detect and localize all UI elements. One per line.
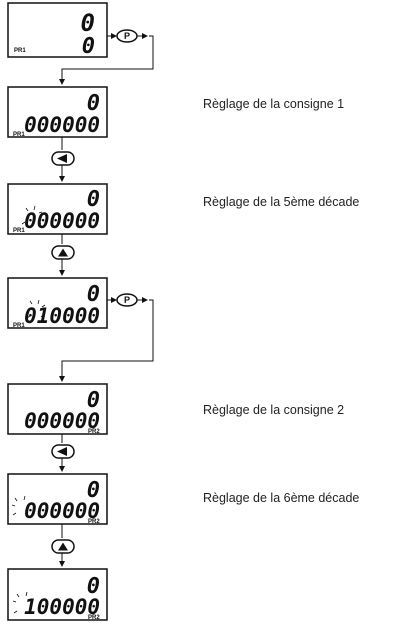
up-arrow-button-2[interactable] — [51, 539, 75, 554]
caption-5eme-decade: Règlage de la 5ème décade — [203, 195, 359, 209]
display-7-top: 0 — [87, 574, 100, 599]
display-6-top: 0 — [87, 478, 100, 503]
left-arrow-icon — [57, 154, 67, 163]
blink-marks-7 — [12, 591, 28, 614]
display-4-indicator: PR1 — [13, 323, 25, 329]
up-arrow-icon — [58, 542, 68, 551]
display-7-indicator: PR2 — [88, 615, 100, 621]
display-1-bottom: 0 — [82, 34, 95, 59]
display-1-indicator: PR1 — [14, 48, 26, 54]
left-arrow-button-2[interactable] — [51, 444, 75, 459]
display-6-bottom: 000000 — [24, 499, 100, 523]
blink-marks-4 — [26, 299, 46, 319]
display-3: 0 000000 PR1 — [7, 183, 108, 235]
display-2-top: 0 — [87, 91, 100, 116]
left-arrow-button-1[interactable] — [51, 151, 75, 166]
display-5-bottom: 000000 — [24, 409, 100, 433]
caption-6eme-decade: Règlage de la 6ème décade — [203, 491, 359, 505]
display-5-top: 0 — [87, 388, 100, 413]
p-button-1[interactable]: P — [116, 29, 138, 43]
p-button-1-label: P — [124, 31, 130, 41]
p-button-2-label: P — [124, 295, 130, 305]
display-5: 0 000000 PR2 — [7, 383, 108, 435]
p-button-2[interactable]: P — [116, 293, 138, 307]
display-3-indicator: PR1 — [13, 228, 25, 234]
display-7: 0 100000 PR2 — [7, 568, 108, 621]
up-arrow-button-1[interactable] — [51, 245, 75, 260]
caption-consigne-1: Règlage de la consigne 1 — [203, 97, 344, 111]
left-arrow-icon — [57, 447, 67, 456]
blink-marks-6 — [11, 495, 26, 516]
display-4-bottom: 010000 — [24, 304, 100, 328]
display-3-bottom: 000000 — [24, 209, 100, 233]
display-4-top: 0 — [87, 282, 100, 307]
display-6: 0 000000 PR2 — [7, 473, 108, 525]
blink-marks-3 — [21, 205, 43, 225]
display-2-bottom: 000000 — [24, 113, 100, 137]
display-6-indicator: PR2 — [88, 519, 100, 525]
display-4: 0 010000 PR1 — [7, 277, 108, 329]
display-7-bottom: 100000 — [24, 595, 100, 619]
display-1-top: 0 — [81, 9, 95, 37]
up-arrow-icon — [58, 248, 68, 257]
caption-consigne-2: Règlage de la consigne 2 — [203, 403, 344, 417]
display-1: 0 0 PR1 — [7, 2, 108, 59]
display-2: 0 000000 PR1 — [7, 86, 108, 138]
display-3-top: 0 — [87, 187, 100, 212]
display-2-indicator: PR1 — [13, 132, 25, 138]
display-5-indicator: PR2 — [88, 429, 100, 435]
